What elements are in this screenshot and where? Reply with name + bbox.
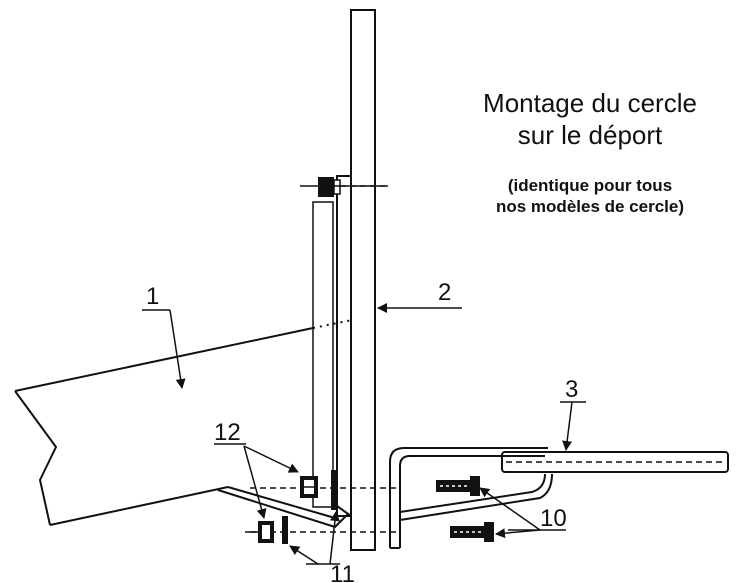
support-bracket xyxy=(389,447,729,549)
leader-lines xyxy=(142,303,586,565)
deport-arm xyxy=(14,319,353,526)
bolt-12-lower xyxy=(245,521,274,543)
vertical-plate xyxy=(312,9,376,551)
label-1: 1 xyxy=(146,283,159,310)
label-10: 10 xyxy=(540,505,567,532)
top-bolt xyxy=(300,177,388,197)
title-line-2: sur le déport xyxy=(517,120,663,150)
label-3: 3 xyxy=(565,376,578,403)
subtitle-line-2: nos modèles de cercle) xyxy=(495,197,685,216)
title-line-1: Montage du cercle xyxy=(483,88,697,118)
label-12: 12 xyxy=(214,419,241,446)
subtitle-line-1: (identique pour tous xyxy=(507,176,673,195)
bolt-10-lower xyxy=(450,522,494,542)
bolt-10-upper xyxy=(436,476,480,496)
label-11: 11 xyxy=(330,561,355,583)
pins-11 xyxy=(282,470,337,544)
label-2: 2 xyxy=(438,279,451,306)
bolt-12-upper xyxy=(300,476,318,498)
